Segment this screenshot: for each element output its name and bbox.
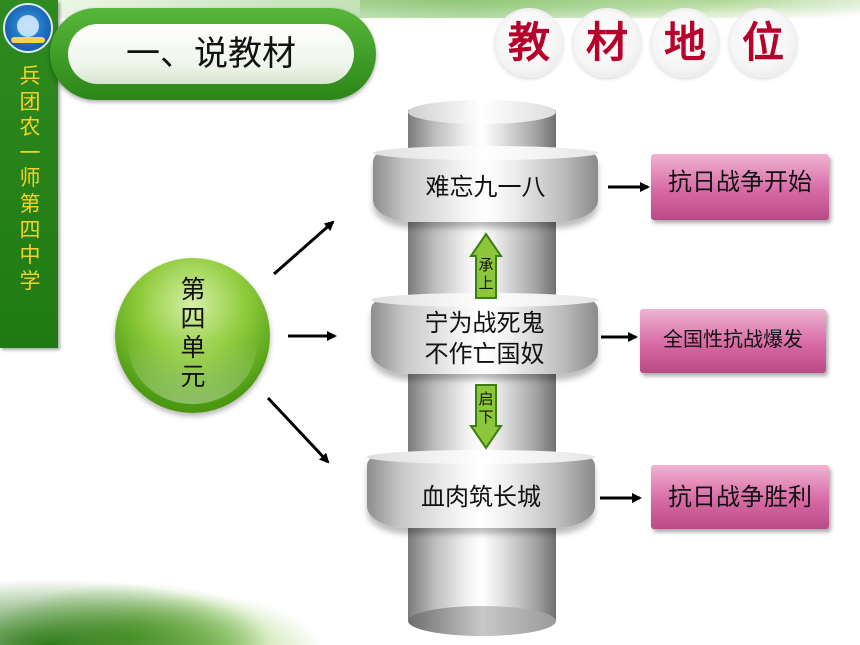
connector-up-label: 承 上: [476, 256, 496, 292]
badge-di: 地: [652, 10, 718, 76]
column-top: [408, 100, 556, 124]
school-name-char: 团: [19, 89, 41, 114]
school-name-char: 兵: [19, 64, 41, 88]
unit-label: 第 四 单 元: [178, 275, 208, 391]
unit-char: 第: [180, 275, 206, 304]
badge-cai: 材: [574, 10, 640, 76]
unit-to-lesson-3-arrow: [266, 396, 330, 464]
connector-down-label: 启 下: [476, 390, 496, 426]
down-connector-arrow: [469, 384, 503, 450]
unit-orb: [115, 258, 270, 413]
connector-down-char: 下: [478, 408, 494, 426]
result-box-1: 抗日战争开始: [651, 154, 829, 220]
lesson-disk-1-top: [373, 146, 598, 160]
school-name-char: 师: [19, 166, 41, 191]
lesson-title-2-line-2: 不作亡国奴: [424, 340, 545, 368]
page-title: 一、说教材: [126, 34, 296, 74]
lesson-title-1: 难忘九一八: [425, 173, 546, 201]
school-name-char: 第: [19, 191, 41, 216]
unit-char: 元: [180, 362, 206, 391]
badge-jiao: 教: [496, 10, 562, 76]
logo-ribbon: [11, 37, 45, 43]
result-box-3: 抗日战争胜利: [651, 465, 829, 529]
lesson-disk-3: [367, 456, 595, 528]
lesson-title-3: 血肉筑长城: [421, 483, 541, 511]
school-logo-icon: [3, 3, 53, 53]
lesson-disk-2: [371, 300, 598, 374]
unit-char: 单: [180, 333, 206, 362]
lesson-disk-2-top: [371, 293, 598, 307]
school-sidebar: [0, 0, 58, 348]
connector-up-char: 上: [478, 274, 494, 292]
unit-to-lesson-1-arrow: [273, 220, 335, 276]
up-connector-arrow: [469, 232, 503, 299]
school-name-char: 中: [19, 243, 41, 268]
column-base: [408, 606, 556, 636]
school-name-char: 学: [19, 268, 41, 293]
result-box-2: 全国性抗战爆发: [640, 309, 826, 373]
school-name-char: 农: [19, 115, 41, 140]
bottom-leaf-decoration: [0, 560, 330, 645]
unit-char: 四: [180, 304, 206, 333]
connector-up-char: 承: [478, 256, 494, 274]
globe-icon: [17, 15, 39, 37]
title-pill: [68, 24, 354, 84]
lesson-disk-3-top: [367, 450, 595, 464]
school-name-char: 四: [19, 217, 41, 242]
lesson-disk-1: [373, 152, 598, 222]
badge-wei: 位: [730, 10, 796, 76]
school-name-char: 一: [19, 140, 41, 165]
lesson-title-2-line-1: 宁为战死鬼: [424, 309, 545, 337]
school-name: 兵 团 农 一 师 第 四 中 学: [13, 64, 47, 294]
connector-down-char: 启: [478, 390, 494, 408]
lesson-title-2: 宁为战死鬼 不作亡国奴: [371, 308, 598, 370]
